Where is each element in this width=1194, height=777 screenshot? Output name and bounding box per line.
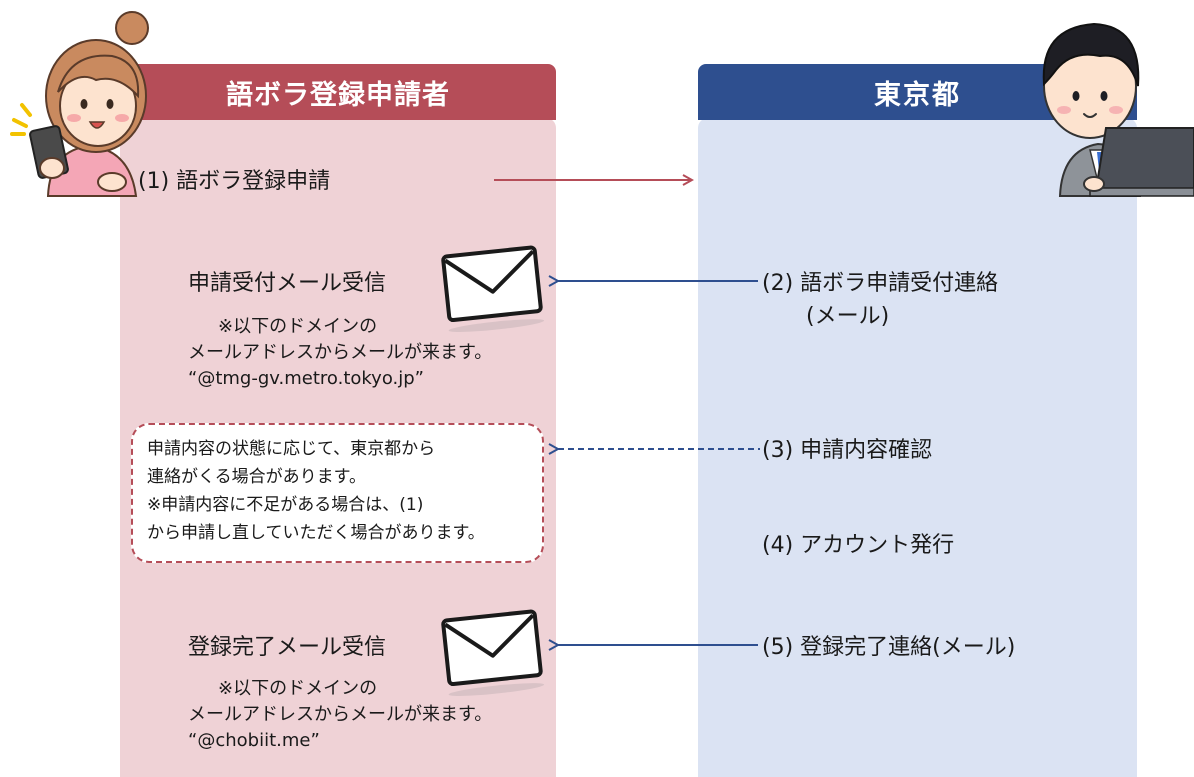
receipt-1-note-line1: ※以下のドメインの — [218, 316, 378, 337]
step-1-label: (1) 語ボラ登録申請 — [138, 169, 331, 194]
step-2-sublabel: (メール) — [806, 304, 890, 329]
receipt-1-domain: “@tmg-gv.metro.tokyo.jp” — [188, 368, 425, 389]
status-callout: 申請内容の状態に応じて、東京都から 連絡がくる場合があります。 ※申請内容に不足… — [131, 423, 544, 563]
man-with-laptop-illustration — [1042, 22, 1194, 197]
receipt-1-note-line2: メールアドレスからメールが来ます。 — [188, 342, 493, 363]
receipt-2-note-line1: ※以下のドメインの — [218, 678, 378, 699]
receipt-2-note-line2: メールアドレスからメールが来ます。 — [188, 704, 493, 725]
woman-with-phone-illustration — [10, 11, 149, 197]
callout-line: から申請し直していただく場合があります。 — [147, 523, 485, 543]
step-4-label: (4) アカウント発行 — [762, 533, 955, 558]
step-2-label: (2) 語ボラ申請受付連絡 — [762, 271, 999, 296]
receipt-1-title: 申請受付メール受信 — [188, 271, 387, 296]
step-3-label: (3) 申請内容確認 — [762, 438, 933, 463]
callout-line: 連絡がくる場合があります。 — [147, 467, 366, 487]
applicant-lane-header: 語ボラ登録申請者 — [120, 64, 556, 120]
tokyo-lane — [698, 118, 1137, 777]
callout-line: 申請内容の状態に応じて、東京都から — [147, 439, 436, 459]
callout-line: ※申請内容に不足がある場合は、(1) — [147, 495, 424, 515]
envelope-icon — [441, 245, 545, 332]
envelope-icon — [441, 609, 545, 696]
receipt-2-title: 登録完了メール受信 — [188, 635, 387, 660]
receipt-2-domain: “@chobiit.me” — [188, 730, 320, 751]
step-5-label: (5) 登録完了連絡(メール) — [762, 635, 1016, 660]
